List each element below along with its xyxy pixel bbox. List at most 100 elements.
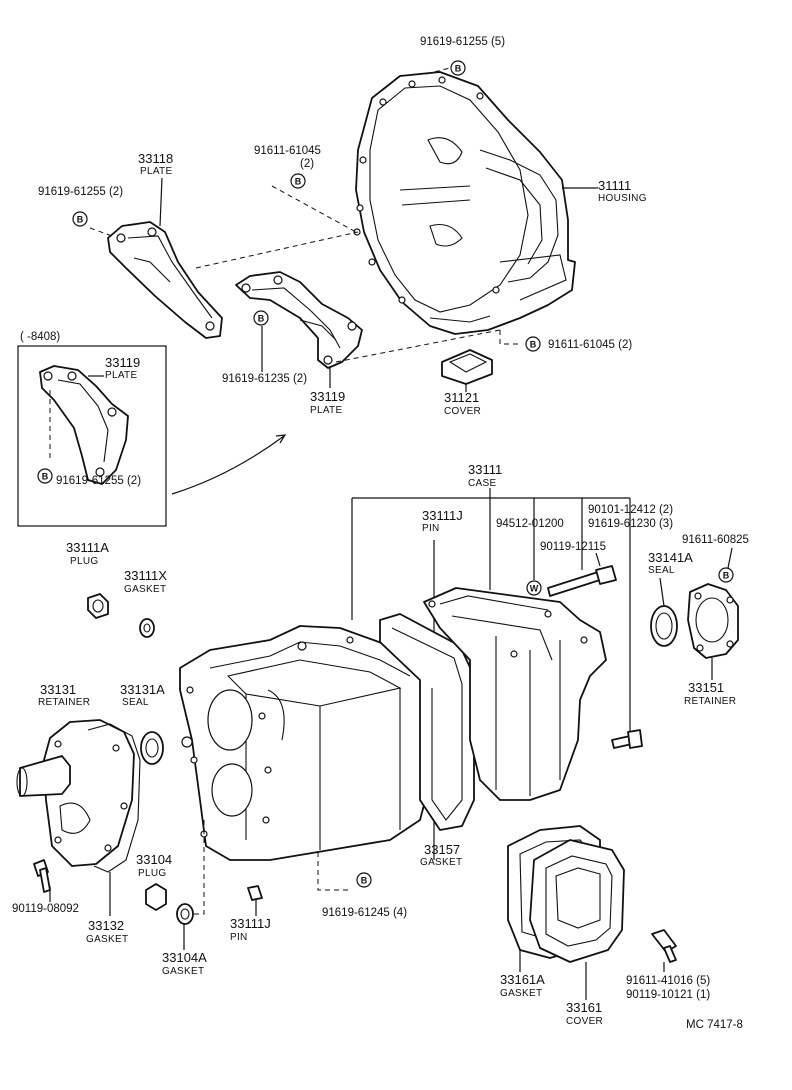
marker-label: B xyxy=(42,472,49,482)
marker-w: W xyxy=(526,580,542,596)
part-number: 31111 xyxy=(598,178,631,193)
leader-dash xyxy=(425,67,451,75)
part-name: GASKET xyxy=(124,584,166,595)
marker-label: B xyxy=(295,177,302,187)
gasket-33104A-drawing xyxy=(176,903,194,925)
inset-box: ( -8408) 33119 PLATE B 91619-61255 (2) xyxy=(17,331,167,527)
part-number: 33132 xyxy=(88,918,124,933)
part-name: PIN xyxy=(230,932,248,943)
part-number: 90101-12412 (2) xyxy=(588,504,673,516)
part-number: 33111X xyxy=(124,568,167,583)
part-number: 33161A xyxy=(500,972,545,987)
marker-label: B xyxy=(723,571,730,581)
part-number: 33157 xyxy=(424,842,460,857)
leader-dash xyxy=(335,329,501,363)
seal-33131A-drawing xyxy=(140,731,164,765)
part-number: 91611-41016 (5) xyxy=(626,975,710,987)
marker-b: B xyxy=(253,310,269,326)
leader-dash xyxy=(271,185,357,233)
part-number: 94512-01200 xyxy=(496,518,564,530)
part-name: RETAINER xyxy=(684,696,736,707)
inset-range: ( -8408) xyxy=(20,331,60,343)
retainer-33151-drawing xyxy=(687,583,739,659)
gasket-33132-drawing xyxy=(87,723,141,873)
leader-dash xyxy=(194,820,205,915)
plug-33104-drawing xyxy=(145,883,167,911)
leader-line xyxy=(659,577,665,607)
pin-bottom-drawing xyxy=(247,885,263,901)
plate-33119-drawing xyxy=(235,271,363,369)
marker-b: B xyxy=(718,567,734,583)
marker-label: B xyxy=(530,340,537,350)
part-name: GASKET xyxy=(162,966,204,977)
part-number: 33119 xyxy=(105,355,140,370)
part-number: 33131 xyxy=(40,682,76,697)
plate-33118-drawing xyxy=(107,221,223,339)
marker-b: B xyxy=(72,211,88,227)
part-number: 33131A xyxy=(120,682,165,697)
plug-33111A-drawing xyxy=(87,593,109,619)
marker-label: B xyxy=(361,876,368,886)
marker-label: B xyxy=(77,215,84,225)
part-number: 31121 xyxy=(444,390,479,405)
part-name: PIN xyxy=(422,523,440,534)
part-name: PLUG xyxy=(70,556,98,567)
part-number: 33111A xyxy=(66,540,109,555)
part-number: 33151 xyxy=(688,680,724,695)
leader-dash xyxy=(317,852,350,891)
part-name: PLATE xyxy=(105,370,137,381)
leader-dash xyxy=(499,330,522,345)
part-number: 33111 xyxy=(468,462,502,477)
bolt-90119-12115-drawing xyxy=(547,565,617,597)
arrow-head xyxy=(275,434,287,444)
marker-b: B xyxy=(525,336,541,352)
part-name: RETAINER xyxy=(38,697,90,708)
part-name: COVER xyxy=(444,406,481,417)
marker-label: B xyxy=(455,64,462,74)
part-number: 33118 xyxy=(138,151,173,166)
part-number: 91619-61255 (2) xyxy=(38,186,123,198)
case-rear-drawing xyxy=(423,587,607,801)
seal-33141A-drawing xyxy=(650,605,678,647)
part-name: SEAL xyxy=(648,565,675,576)
housing-drawing xyxy=(353,71,576,335)
part-number: 91619-61245 (4) xyxy=(322,907,407,919)
gasket-33111X-drawing xyxy=(139,618,155,638)
gasket-33157-drawing xyxy=(379,613,475,831)
part-number: 91619-61230 (3) xyxy=(588,518,673,530)
part-name: GASKET xyxy=(86,934,128,945)
bolt-91611-41016-drawing xyxy=(651,929,677,963)
marker-b: B xyxy=(356,872,372,888)
part-number: 91611-61045 (2) xyxy=(548,339,632,351)
part-number: 33141A xyxy=(648,550,693,565)
part-number: 90119-08092 xyxy=(12,903,79,915)
part-name: PLATE xyxy=(140,166,172,177)
retainer-33131-drawing xyxy=(16,719,135,867)
part-number: 33104 xyxy=(136,852,172,867)
inset-arrow xyxy=(171,435,285,495)
bolt-90119-08092-drawing xyxy=(33,859,51,893)
part-number: 91619-61255 (5) xyxy=(420,36,505,48)
part-number: 33119 xyxy=(310,389,345,404)
marker-b: B xyxy=(290,173,306,189)
marker-b: B xyxy=(37,468,53,484)
part-number: 90119-10121 (1) xyxy=(626,989,710,1001)
marker-label: W xyxy=(530,584,539,594)
part-name: GASKET xyxy=(500,988,542,999)
leader-line xyxy=(595,552,601,567)
part-number: 33111J xyxy=(230,916,271,931)
part-name: HOUSING xyxy=(598,193,647,204)
leader-dash xyxy=(89,227,113,237)
leader-dash xyxy=(195,231,359,269)
small-washer xyxy=(181,736,193,748)
part-number: 33111J xyxy=(422,508,463,523)
part-number: 91611-60825 xyxy=(682,534,749,546)
part-qty: (2) xyxy=(300,158,314,170)
part-name: PLATE xyxy=(310,405,342,416)
cover-33161-drawing xyxy=(529,839,625,963)
part-name: CASE xyxy=(468,478,496,489)
marker-label: B xyxy=(258,314,265,324)
cover-31121-drawing xyxy=(441,349,493,385)
part-number: 33104A xyxy=(162,950,207,965)
part-name: GASKET xyxy=(420,857,462,868)
